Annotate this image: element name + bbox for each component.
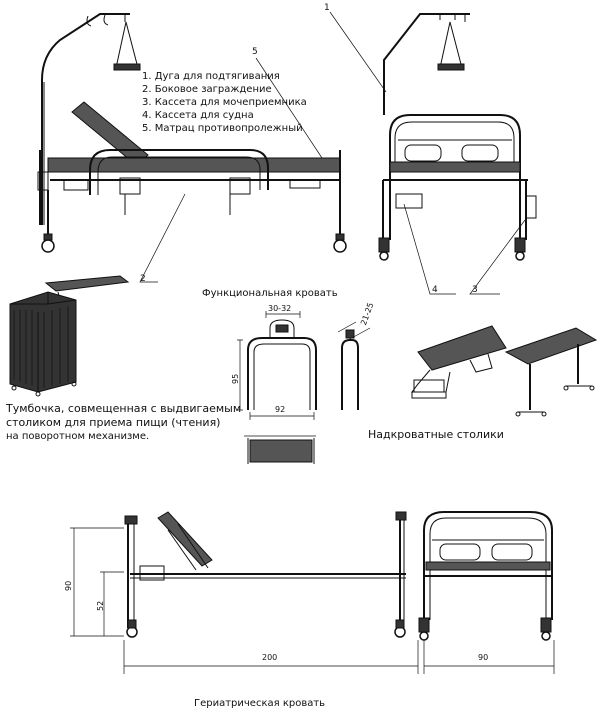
callout-1: 1 <box>324 3 330 13</box>
functional-bed-end <box>378 13 537 261</box>
overbed-tables-caption: Надкроватные столики <box>368 428 504 441</box>
legend-item: 3. Кассета для мочеприемника <box>142 97 307 108</box>
legend-item: 4. Кассета для судна <box>142 110 254 121</box>
dim-bed-mid-height: 52 <box>96 601 105 611</box>
overbed-tables <box>411 325 598 417</box>
nightstand-caption-line1: Тумбочка, совмещенная с выдвигаемым <box>5 402 241 415</box>
geriatric-bed-caption: Гериатрическая кровать <box>194 698 325 709</box>
callout-5: 5 <box>252 47 258 57</box>
geriatric-bed-side <box>124 511 407 638</box>
dim-rail-top-width: 30-32 <box>268 304 291 313</box>
functional-bed-caption: Функциональная кровать <box>202 288 338 299</box>
dim-rail-height: 95 <box>231 374 240 384</box>
dim-rail-side: 21-25 <box>359 301 375 326</box>
dim-bed-width: 90 <box>478 653 488 662</box>
legend-item: 2. Боковое заграждение <box>142 84 272 95</box>
callout-2: 2 <box>140 274 146 284</box>
dim-bed-height: 90 <box>64 581 73 591</box>
legend-item: 5. Матрац противопролежный <box>142 123 303 134</box>
nightstand-caption-line3: на поворотном механизме. <box>6 431 149 442</box>
side-rail-detail: 30-32 95 92 21-25 <box>231 301 375 464</box>
geriatric-bed-end <box>418 511 553 641</box>
callout-4: 4 <box>432 285 438 295</box>
callout-3: 3 <box>472 285 478 295</box>
legend: 1. Дуга для подтягивания 2. Боковое загр… <box>142 71 307 134</box>
nightstand <box>9 275 130 397</box>
nightstand-caption-line2: столиком для приема пищи (чтения) <box>6 416 220 429</box>
trapeze-triangle-icon <box>115 21 139 69</box>
dim-rail-width: 92 <box>275 405 285 414</box>
legend-item: 1. Дуга для подтягивания <box>142 71 280 82</box>
functional-bed-side <box>37 13 347 253</box>
dim-bed-length: 200 <box>262 653 277 662</box>
